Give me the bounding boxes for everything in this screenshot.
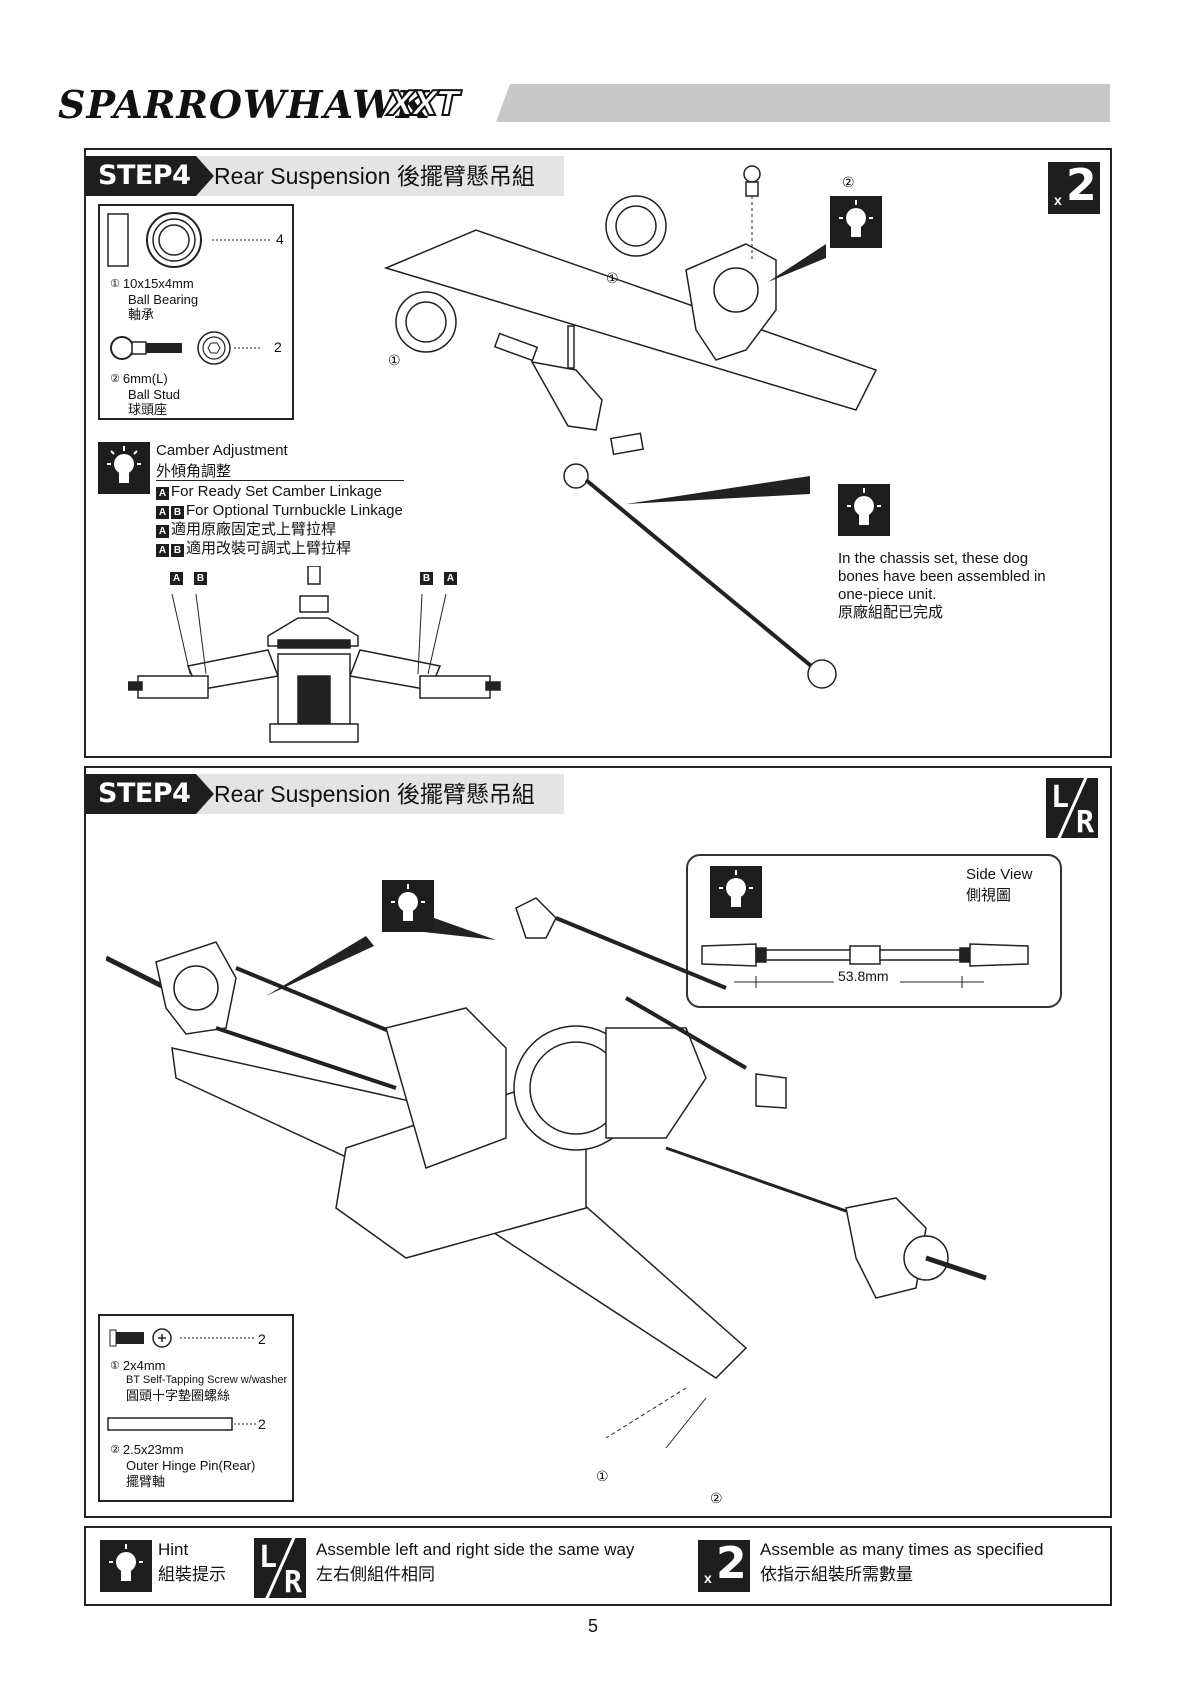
dimension-label: 53.8mm (838, 968, 889, 984)
lightbulb-icon (847, 488, 881, 525)
hint-icon (710, 866, 762, 918)
hub-assembly-diagram (383, 165, 878, 689)
hint-icon (98, 442, 150, 494)
ball-stud-icon (110, 331, 260, 365)
label-screw: ① (596, 1468, 609, 1484)
part-4-name: Outer Hinge Pin(Rear) (126, 1458, 256, 1473)
part-4-name-zh: 擺臂軸 (126, 1474, 166, 1489)
camber-line-4: 適用改裝可調式上臂拉桿 (186, 540, 352, 557)
lightbulb-icon (839, 200, 873, 237)
part-2-qty: 2 (274, 339, 282, 355)
side-view-title-zh: 側視圖 (966, 887, 1012, 904)
legend-hint: Hint (158, 1540, 189, 1559)
legend-lr: Assemble left and right side the same wa… (316, 1540, 635, 1559)
part-3-name: BT Self-Tapping Screw w/washer (126, 1374, 288, 1386)
lightbulb-icon (107, 446, 141, 483)
brand-name: SPARROWHAWK (58, 82, 430, 127)
camber-line-1: For Ready Set Camber Linkage (171, 483, 382, 500)
label-b-left: B (194, 572, 207, 585)
page-number: 5 (588, 1616, 599, 1636)
left-right-badge: L R (254, 1538, 306, 1598)
left-right-badge: L R (1046, 778, 1098, 838)
part-4-qty: 2 (258, 1416, 266, 1432)
part-2-name-zh: 球頭座 (128, 402, 168, 417)
hint-icon (830, 196, 882, 248)
label-bearing-left: ① (388, 352, 401, 368)
legend-mult-zh: 依指示組裝所需數量 (760, 1565, 913, 1584)
side-view-title: Side View (966, 866, 1033, 883)
model-name: XXT (387, 83, 461, 125)
step-title: Rear Suspension 後擺臂懸吊組 (214, 163, 535, 189)
rear-suspension-diagram (106, 897, 987, 1449)
part-3-size: 2x4mm (122, 1358, 166, 1373)
legend-lr-zh: 左右側組件相同 (316, 1565, 435, 1584)
brand-logo: SPARROWHAWK XXT (58, 78, 528, 138)
part-3-qty: 2 (258, 1331, 266, 1347)
part-1-name: Ball Bearing (128, 292, 199, 307)
screw-icon (109, 1328, 256, 1348)
part-1-size: 10x15x4mm (122, 276, 194, 291)
part-1-name-zh: 軸承 (128, 307, 155, 322)
label-a-left: A (170, 572, 183, 585)
lightbulb-icon (109, 1544, 143, 1581)
ball-bearing-icon (107, 212, 272, 268)
camber-line-2: For Optional Turnbuckle Linkage (186, 502, 403, 519)
hint-icon (382, 880, 434, 932)
part-1-qty: 4 (276, 231, 284, 247)
side-view-box: Side View 側視圖 53.8mm (686, 854, 1062, 1008)
part-3-name-zh: 圓頭十字墊圈螺絲 (126, 1388, 231, 1403)
legend-bar: Hint 組裝提示 L R Assemble left and right si… (84, 1526, 1112, 1606)
legend-hint-zh: 組裝提示 (158, 1565, 226, 1584)
multiplier-badge: x 2 (1048, 160, 1100, 214)
multiplier-badge: x 2 (698, 1538, 750, 1592)
hinge-pin-icon (107, 1417, 258, 1431)
header-band (496, 84, 1110, 122)
part-2-size: 6mm(L) (122, 371, 168, 386)
label-pin: ② (710, 1490, 723, 1506)
label-a-right: A (444, 572, 457, 585)
note-text: In the chassis set, these dog bones have… (838, 550, 1046, 621)
step-title: Rear Suspension 後擺臂懸吊組 (214, 781, 535, 807)
part-2-name: Ball Stud (128, 387, 181, 402)
legend-mult: Assemble as many times as specified (760, 1540, 1044, 1559)
hint-icon (100, 1540, 152, 1592)
label-bearing-right: ① (606, 270, 619, 286)
label-b-right: B (420, 572, 433, 585)
camber-title-zh: 外傾角調整 (156, 463, 232, 480)
lightbulb-icon (391, 884, 425, 921)
turnbuckle-side-view (701, 943, 1029, 988)
camber-title: Camber Adjustment (156, 442, 288, 459)
part-4-size: 2.5x23mm (122, 1442, 184, 1457)
camber-diagram (128, 566, 501, 743)
step-badge: STEP4 (86, 156, 214, 196)
step-panel-bottom: STEP4 Rear Suspension 後擺臂懸吊組 L R Side Vi… (84, 766, 1112, 1518)
camber-line-3: 適用原廠固定式上臂拉桿 (171, 521, 337, 538)
lightbulb-icon (719, 870, 753, 907)
label-stud: ② (842, 174, 855, 190)
hint-icon (838, 484, 890, 536)
step-badge: STEP4 (86, 774, 214, 814)
